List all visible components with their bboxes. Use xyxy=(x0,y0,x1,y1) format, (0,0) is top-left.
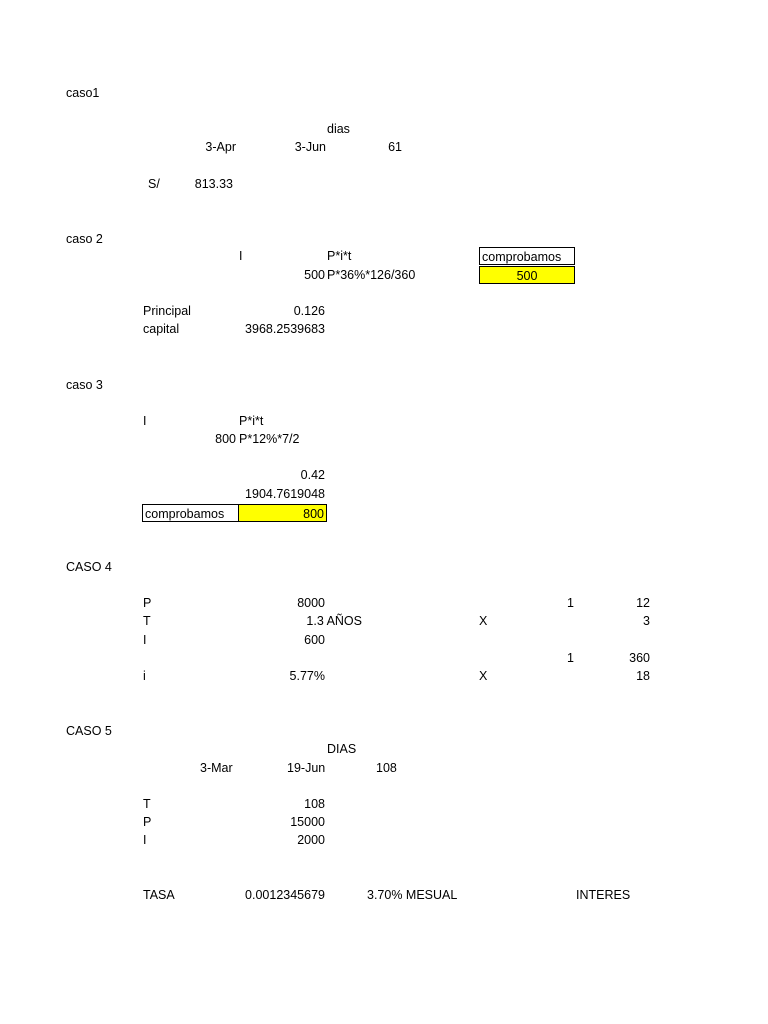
caso2-formula-expanded: P*36%*126/360 xyxy=(327,268,416,282)
caso3-formula-expanded: P*12%*7/2 xyxy=(239,432,300,446)
caso3-title: caso 3 xyxy=(66,378,103,392)
caso5-dias-label: DIAS xyxy=(327,742,357,756)
caso1-days: 61 xyxy=(388,140,402,154)
caso1-currency: S/ xyxy=(148,177,160,191)
caso4-conv-r3-b: 360 xyxy=(629,651,650,665)
caso3-check-label: comprobamos xyxy=(142,504,239,522)
caso5-p-label: P xyxy=(143,815,152,829)
caso5-tasa-mensual: 3.70% MESUAL xyxy=(367,888,458,902)
caso3-capital: 1904.7619048 xyxy=(245,487,325,501)
caso3-formula: P*i*t xyxy=(239,414,264,428)
caso2-check-value: 500 xyxy=(479,266,575,284)
caso5-interes-label: INTERES xyxy=(576,888,631,902)
caso1-date-end: 3-Jun xyxy=(294,140,326,154)
caso5-tasa-value: 0.0012345679 xyxy=(245,888,325,902)
caso4-conv-r3-a: 1 xyxy=(567,651,574,665)
caso1-dias-label: dias xyxy=(327,122,350,136)
caso5-i-label: I xyxy=(143,833,147,847)
caso4-p-label: P xyxy=(143,596,152,610)
caso2-formula: P*i*t xyxy=(327,249,352,263)
caso2-principal-value: 0.126 xyxy=(293,304,325,318)
caso3-i-label: I xyxy=(143,414,147,428)
caso4-conv-r2-b: 3 xyxy=(643,614,650,628)
caso4-conv-r4-x: X xyxy=(479,669,488,683)
caso4-rate-value: 5.77% xyxy=(289,669,325,683)
caso2-i-label: I xyxy=(239,249,243,263)
caso4-t-value: 1.3 AÑOS xyxy=(306,614,362,628)
caso2-check-label: comprobamos xyxy=(479,247,575,265)
caso1-amount: 813.33 xyxy=(194,177,233,191)
caso3-factor: 0.42 xyxy=(300,468,325,482)
caso5-t-label: T xyxy=(143,797,151,811)
caso4-p-value: 8000 xyxy=(297,596,325,610)
caso2-capital-value: 3968.2539683 xyxy=(245,322,325,336)
caso4-conv-r1-a: 1 xyxy=(567,596,574,610)
caso4-t-label: T xyxy=(143,614,151,628)
caso1-title: caso1 xyxy=(66,86,100,100)
caso2-title: caso 2 xyxy=(66,232,103,246)
caso5-p-value: 15000 xyxy=(290,815,325,829)
caso4-conv-r4-b: 18 xyxy=(636,669,650,683)
caso1-date-start: 3-Apr xyxy=(205,140,236,154)
caso5-i-value: 2000 xyxy=(297,833,325,847)
caso4-conv-r1-b: 12 xyxy=(636,596,650,610)
caso4-title: CASO 4 xyxy=(66,560,112,574)
caso5-tasa-label: TASA xyxy=(143,888,175,902)
caso5-t-value: 108 xyxy=(304,797,325,811)
caso2-capital-label: capital xyxy=(143,322,180,336)
caso4-conv-r2-x: X xyxy=(479,614,488,628)
caso2-value: 500 xyxy=(304,268,325,282)
caso3-check-value: 800 xyxy=(238,504,327,522)
caso4-rate-label: i xyxy=(143,669,146,683)
caso4-i-label: I xyxy=(143,633,147,647)
caso2-principal-label: Principal xyxy=(143,304,191,318)
caso4-i-value: 600 xyxy=(304,633,325,647)
caso3-value: 800 xyxy=(215,432,236,446)
caso5-title: CASO 5 xyxy=(66,724,112,738)
caso5-date-end: 19-Jun xyxy=(287,761,326,775)
caso5-date-start: 3-Mar xyxy=(200,761,233,775)
caso5-days: 108 xyxy=(376,761,397,775)
